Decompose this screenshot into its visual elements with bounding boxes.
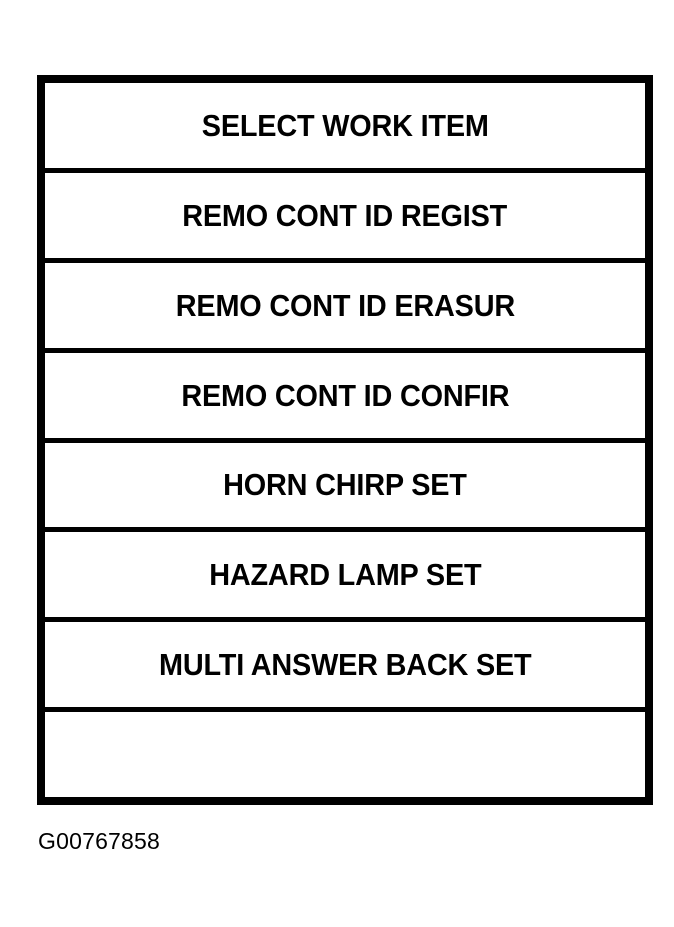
menu-row-empty	[45, 712, 645, 797]
menu-row-label: MULTI ANSWER BACK SET	[158, 647, 532, 683]
menu-row-label: SELECT WORK ITEM	[201, 107, 489, 143]
menu-row-label: REMO CONT ID CONFIR	[181, 377, 509, 413]
menu-row-remo-cont-id-confir[interactable]: REMO CONT ID CONFIR	[45, 352, 645, 443]
menu-row-label: HORN CHIRP SET	[223, 467, 467, 503]
menu-row-horn-chirp-set[interactable]: HORN CHIRP SET	[45, 442, 645, 533]
figure-caption: G00767858	[38, 828, 161, 854]
menu-row-multi-answer-back-set[interactable]: MULTI ANSWER BACK SET	[45, 622, 645, 713]
menu-row-hazard-lamp-set[interactable]: HAZARD LAMP SET	[45, 532, 645, 623]
menu-row-label: REMO CONT ID REGIST	[182, 197, 508, 233]
select-work-item-display-panel: SELECT WORK ITEM REMO CONT ID REGIST REM…	[37, 75, 653, 805]
menu-row-label: REMO CONT ID ERASUR	[175, 287, 515, 323]
menu-row-remo-cont-id-erasur[interactable]: REMO CONT ID ERASUR	[45, 262, 645, 353]
menu-row-label: HAZARD LAMP SET	[208, 557, 482, 593]
menu-row-header-select-work-item: SELECT WORK ITEM	[45, 83, 645, 173]
menu-row-remo-cont-id-regist[interactable]: REMO CONT ID REGIST	[45, 172, 645, 263]
